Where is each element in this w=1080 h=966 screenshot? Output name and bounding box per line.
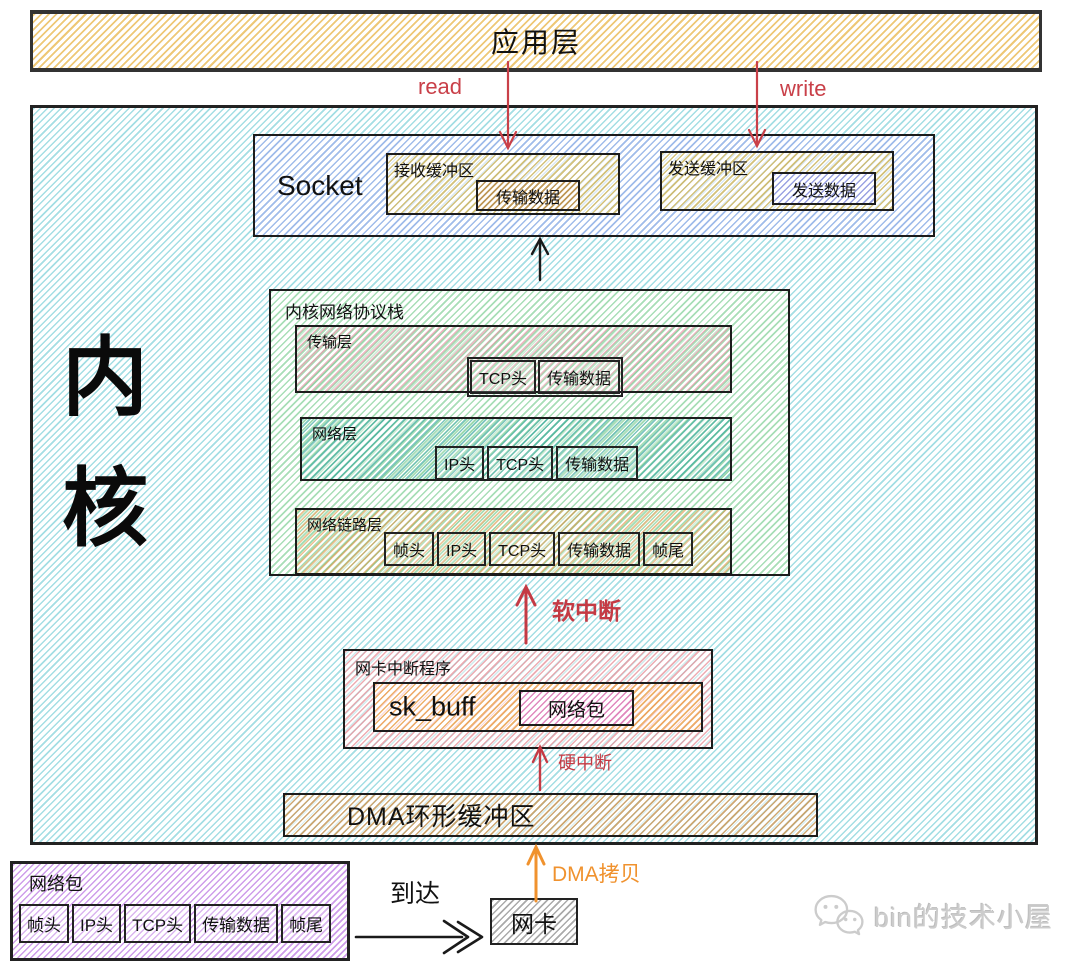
kernel-box: 内核 Socket 接收缓冲区 传输数据 发送缓冲区 发送数据 内核网络协议栈 … <box>30 105 1038 845</box>
packet-cell-frame-tail: 帧尾 <box>281 904 332 943</box>
network-layer-packet: IP头 TCP头 传输数据 <box>435 446 639 480</box>
transport-layer-box: 传输层 TCP头 传输数据 <box>295 325 732 397</box>
link-layer-packet: 帧头 IP头 TCP头 传输数据 帧尾 <box>384 532 694 566</box>
send-buffer-box: 发送缓冲区 发送数据 <box>660 151 894 211</box>
network-layer-box: 网络层 IP头 TCP头 传输数据 <box>300 417 732 481</box>
nic-interrupt-handler-box: 网卡中断程序 sk_buff 网络包 <box>343 649 713 749</box>
skbuff-label: sk_buff <box>389 691 476 722</box>
dma-ring-buffer-label: DMA环形缓冲区 <box>347 803 536 831</box>
packet-cell-payload: 传输数据 <box>556 446 639 480</box>
send-buffer-label: 发送缓冲区 <box>668 161 749 178</box>
socket-label: Socket <box>277 169 363 201</box>
receive-buffer-label: 接收缓冲区 <box>394 163 475 180</box>
protocol-stack-label: 内核网络协议栈 <box>285 303 404 322</box>
wechat-icon <box>814 894 864 936</box>
skbuff-packet-label: 网络包 <box>547 699 605 721</box>
hard-interrupt-label: 硬中断 <box>558 753 612 773</box>
send-buffer-data-label: 发送数据 <box>791 182 856 200</box>
receive-buffer-data-label: 传输数据 <box>495 189 560 207</box>
kernel-label: 内核 <box>62 330 148 557</box>
watermark-text: bin的技术小屋 <box>874 902 1054 933</box>
application-layer-box: 应用层 <box>30 10 1042 72</box>
packet-cell-ip-header: IP头 <box>72 904 122 943</box>
write-label: write <box>780 76 827 101</box>
packet-cell-frame-header: 帧头 <box>19 904 69 943</box>
nic-box: 网卡 <box>490 898 578 945</box>
packet-cell-tcp-header: TCP头 <box>124 904 192 943</box>
packet-cell-frame-tail: 帧尾 <box>643 532 694 566</box>
receive-buffer-box: 接收缓冲区 传输数据 <box>386 153 620 215</box>
skbuff-box: sk_buff 网络包 <box>373 682 703 732</box>
transport-layer-label: 传输层 <box>307 334 353 351</box>
packet-cell-payload: 传输数据 <box>194 904 279 943</box>
incoming-packet-cells: 帧头 IP头 TCP头 传输数据 帧尾 <box>19 904 332 943</box>
arrive-label: 到达 <box>390 880 441 908</box>
packet-cell-tcp-header: TCP头 <box>489 532 556 566</box>
packet-cell-ip-header: IP头 <box>435 446 485 480</box>
protocol-stack-box: 内核网络协议栈 传输层 TCP头 传输数据 网络层 IP头 TCP头 传输数据 … <box>269 289 790 576</box>
link-layer-label: 网络链路层 <box>307 517 383 534</box>
send-buffer-data-box: 发送数据 <box>772 172 876 205</box>
packet-cell-payload: 传输数据 <box>558 532 641 566</box>
packet-cell-payload: 传输数据 <box>538 360 621 394</box>
network-layer-label: 网络层 <box>312 426 358 443</box>
packet-cell-tcp-header: TCP头 <box>487 446 554 480</box>
incoming-packet-label: 网络包 <box>29 874 83 894</box>
skbuff-packet-box: 网络包 <box>519 690 634 726</box>
dma-copy-arrow <box>526 843 546 903</box>
packet-cell-tcp-header: TCP头 <box>470 360 537 394</box>
receive-buffer-data-box: 传输数据 <box>476 180 580 211</box>
application-layer-label: 应用层 <box>490 27 581 58</box>
nic-interrupt-handler-label: 网卡中断程序 <box>355 661 452 678</box>
dma-copy-label: DMA拷贝 <box>552 863 641 886</box>
socket-box: Socket 接收缓冲区 传输数据 发送缓冲区 发送数据 <box>253 134 935 237</box>
packet-cell-ip-header: IP头 <box>437 532 487 566</box>
link-layer-box: 网络链路层 帧头 IP头 TCP头 传输数据 帧尾 <box>295 508 732 575</box>
nic-label: 网卡 <box>511 910 557 937</box>
dma-ring-buffer-box: DMA环形缓冲区 <box>283 793 818 837</box>
incoming-packet-box: 网络包 帧头 IP头 TCP头 传输数据 帧尾 <box>10 861 350 961</box>
watermark: bin的技术小屋 <box>812 892 1053 938</box>
transport-layer-packet: TCP头 传输数据 <box>467 357 624 397</box>
arrive-arrow <box>354 919 484 955</box>
read-label: read <box>418 74 463 99</box>
packet-cell-frame-header: 帧头 <box>384 532 435 566</box>
soft-interrupt-label: 软中断 <box>552 598 621 624</box>
